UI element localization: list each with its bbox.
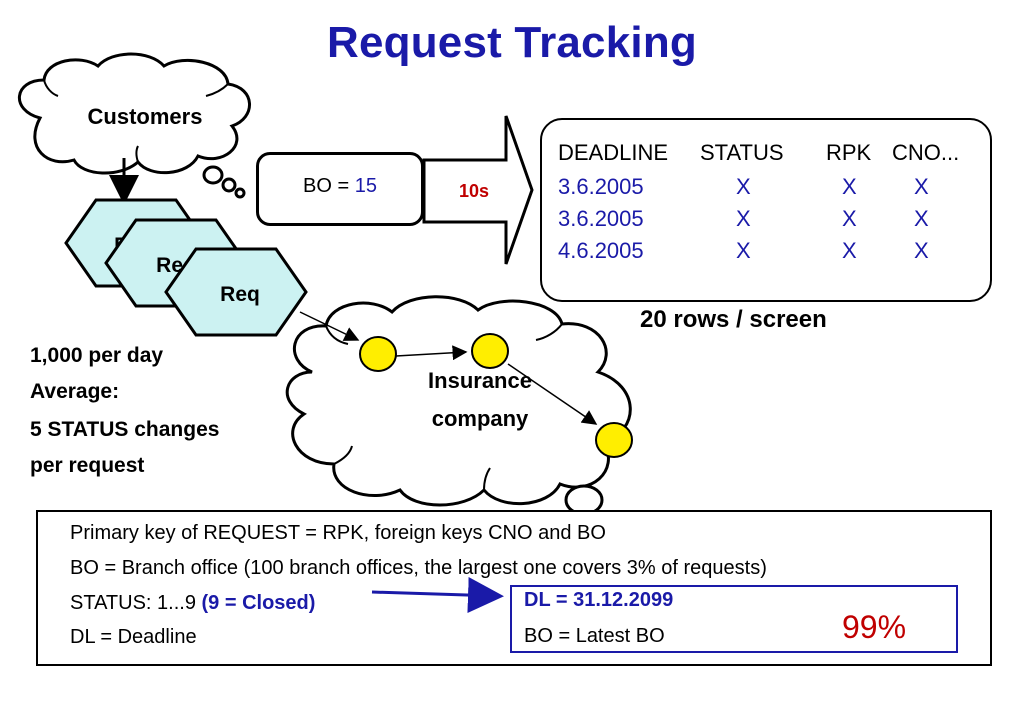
table-header-deadline: DEADLINE [558, 140, 669, 165]
bo-label: BO = [303, 175, 355, 197]
status-prefix: STATUS: 1...9 [70, 592, 202, 614]
table-header-status: STATUS [700, 140, 784, 165]
table-header-rpk: RPK [826, 140, 872, 165]
req-label-3: Req [220, 283, 260, 306]
definition-deadline: DL = Deadline [70, 626, 197, 648]
table-cell: X [842, 174, 857, 199]
definition-primary-key: Primary key of REQUEST = RPK, foreign ke… [70, 522, 606, 544]
percent-label: 99% [842, 609, 907, 645]
stat-line-3: 5 STATUS changes [30, 418, 220, 441]
insurance-label-2: company [432, 406, 529, 431]
table-cell: X [842, 206, 857, 231]
req-hexagon-3: Req [164, 247, 308, 337]
customers-cloud: Customers [18, 52, 251, 175]
big-arrow: 10s [422, 115, 534, 265]
insurance-label-1: Insurance [428, 368, 532, 393]
table-cell: 3.6.2005 [558, 206, 644, 231]
table-header-cno: CNO... [892, 140, 960, 165]
closed-request-box: DL = 31.12.2099 BO = Latest BO 99% [510, 585, 958, 653]
workflow-node-3 [595, 422, 633, 458]
stat-line-1: 1,000 per day [30, 344, 164, 367]
slide-title: Request Tracking [327, 18, 697, 67]
stat-line-4: per request [30, 454, 145, 477]
table-cell: 4.6.2005 [558, 238, 644, 263]
table-cell: X [736, 238, 751, 263]
customers-label: Customers [88, 104, 203, 129]
closed-bo-value: BO = Latest BO [524, 625, 665, 647]
req-to-node-arrow [299, 311, 360, 341]
closed-to-deadline-arrow [371, 577, 504, 614]
table-cell: X [736, 206, 751, 231]
workflow-node-1 [359, 336, 397, 372]
table-cell: X [842, 238, 857, 263]
table-cell: X [914, 174, 929, 199]
status-closed-note: (9 = Closed) [201, 592, 316, 614]
stat-line-2: Average: [30, 380, 120, 403]
table-cell: X [914, 206, 929, 231]
rows-per-screen-note: 20 rows / screen [640, 306, 827, 333]
bo-box: BO = 15 [256, 152, 424, 226]
table-cell: 3.6.2005 [558, 174, 644, 199]
workflow-node-2 [471, 333, 509, 369]
node-arrow-2 [507, 363, 598, 425]
definition-status: STATUS: 1...9 (9 = Closed) [70, 592, 315, 615]
definition-branch-office: BO = Branch office (100 branch offices, … [70, 557, 767, 579]
table-cell: X [914, 238, 929, 263]
bo-thought-bubbles [202, 165, 246, 199]
node-arrow-1 [395, 345, 468, 361]
closed-deadline-value: DL = 31.12.2099 [524, 589, 674, 611]
result-table-box: DEADLINE STATUS RPK CNO... 3.6.2005 X X … [540, 118, 992, 302]
bo-value: 15 [354, 175, 377, 197]
table-cell: X [736, 174, 751, 199]
arrow-label: 10s [459, 181, 489, 201]
